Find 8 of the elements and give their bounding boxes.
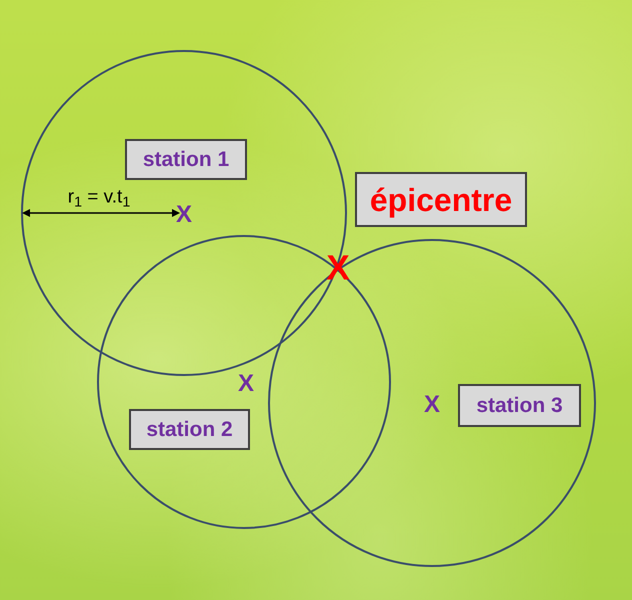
station-marker: X [424, 393, 440, 417]
epicentre-label: épicentre [355, 172, 527, 227]
station-label: station 2 [129, 409, 250, 450]
radius-formula: r$_{1}$ = v.t$_{1}$ [68, 188, 130, 206]
station-marker: X [238, 372, 254, 396]
station-label: station 3 [458, 384, 581, 427]
station-label: station 1 [125, 139, 247, 180]
station-marker: X [176, 203, 192, 227]
